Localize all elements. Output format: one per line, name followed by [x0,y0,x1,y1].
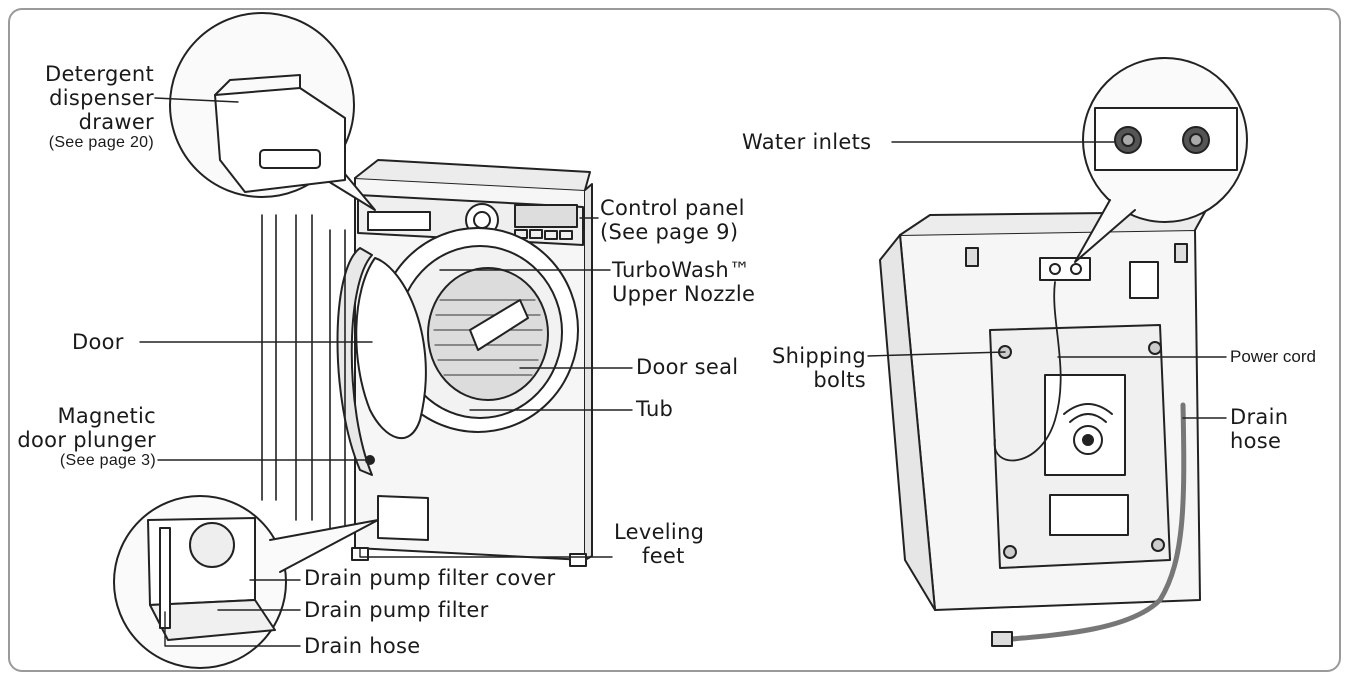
front-side [584,183,593,561]
leader-shipping-bolts [867,351,1006,357]
leader-drain-hose [164,611,301,647]
label-drain-hose-rear: Drain hose [1230,405,1289,454]
leader-drawer [154,97,239,103]
drum-ribs [433,299,543,376]
label-power-cord: Power cord [1230,347,1316,366]
label-door-seal: Door seal [636,355,739,379]
rear-side [879,234,936,611]
power-cord [993,281,1062,462]
front-top [354,159,591,191]
shipping-bolt [1148,341,1162,355]
inlet-box [1039,257,1091,281]
back-emblem [1073,425,1103,455]
drain-filter-cap [189,522,235,568]
label-control-panel: Control panel (See page 9) [600,196,745,245]
label-turbowash: TurboWash™ Upper Nozzle [612,258,756,307]
back-waves [1063,403,1113,423]
leader-leveling [359,547,613,558]
inlet-callout [1074,57,1248,263]
label-shipping-bolts: Shipping bolts [771,344,866,393]
back-slot [1049,494,1129,536]
rear-washer [879,211,1206,647]
label-magnetic-plunger: Magnetic door plunger (See page 3) [17,404,156,470]
front-washer [261,159,593,567]
hose-end [991,631,1013,647]
background-pipes [261,214,346,531]
filter-callout [113,495,379,669]
control-buttons [514,229,573,240]
shipping-bolt [1151,538,1165,552]
label-tub: Tub [636,397,674,421]
diagram-frame [8,8,1341,672]
label-drain-pump-filter-cover: Drain pump filter cover [304,566,556,590]
open-door [336,247,373,476]
back-emblem-center [1082,434,1094,446]
rear-drain-hose [997,402,1187,643]
door-glass [355,257,427,440]
leader-lines [139,97,1227,647]
drawer-compartments [214,74,301,96]
back-inner [1044,374,1126,476]
label-drain-hose-front: Drain hose [304,634,421,658]
label-leveling-feet: Leveling feet [614,520,705,569]
rear-bracket [965,247,979,267]
shipping-bolt [1003,545,1017,559]
drawer-slot [367,211,431,231]
filter-cover [377,495,429,541]
display-panel [514,204,578,228]
label-detergent-drawer: Detergent dispenser drawer (See page 20) [44,62,154,152]
drum-lifter [469,299,529,351]
foot-right [569,553,587,567]
label-door: Door [72,330,124,354]
drawer-callout [169,12,376,211]
label-drain-pump-filter: Drain pump filter [304,598,489,622]
rear-top [899,211,1206,236]
label-water-inlets: Water inlets [742,130,872,154]
door-plunger [365,455,375,465]
rear-label [1129,261,1159,299]
rear-bracket [1174,243,1188,263]
drawer-handle [259,149,321,169]
